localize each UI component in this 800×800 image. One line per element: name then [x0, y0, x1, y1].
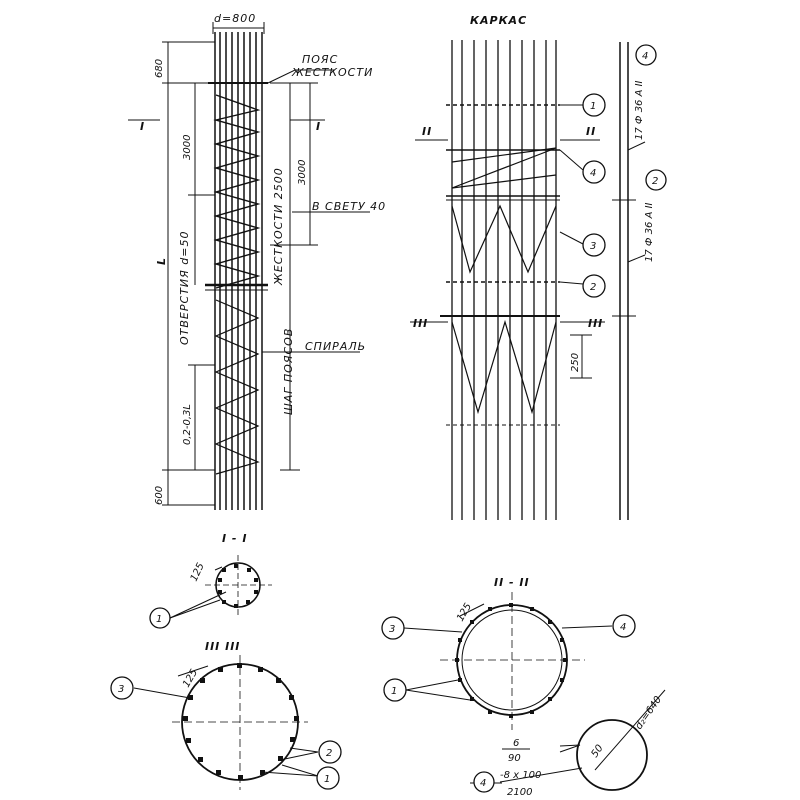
- callout-circle-1: [582, 93, 606, 117]
- cage-spiral-lower: [451, 319, 557, 415]
- dim-600-label: 600: [154, 486, 165, 505]
- section-III-title: III III: [205, 640, 240, 653]
- ring-callout: 4: [480, 778, 486, 789]
- section-II-callout-3: 3: [389, 624, 395, 635]
- belt-label-line2: ЖЕСТКОСТИ: [291, 66, 373, 79]
- section-III-callout-1: 1: [324, 774, 330, 785]
- spiral-upper: [213, 94, 261, 289]
- dim-3000-right-label: 3000: [297, 160, 308, 185]
- section-II-callout-1: 1: [391, 686, 397, 697]
- cage-title: КАРКАС: [470, 14, 527, 27]
- section-II-callout-4: 4: [620, 622, 626, 633]
- section-III-callout-3: 3: [118, 684, 124, 695]
- bar-callout-circle-2: [645, 169, 667, 191]
- bar-spec-2: 17 Ф 36 А II: [644, 202, 655, 262]
- callout-3-text: 3: [590, 241, 596, 252]
- callout-circle-2: [582, 274, 606, 298]
- section-III-callout-2: 2: [326, 748, 332, 759]
- spiral-label: СПИРАЛЬ: [305, 340, 366, 353]
- cage-spiral-mid: [451, 204, 557, 274]
- bar-spec-4: 17 Ф 36 А II: [634, 80, 645, 140]
- cage-elevation: [410, 40, 646, 520]
- bar-callout-4-text: 4: [642, 51, 648, 62]
- vertical-belt-text: ЖЕСТКОСТИ 2500: [272, 167, 285, 286]
- section-II-II: [403, 592, 613, 730]
- belt-label-line1: ПОЯС: [302, 53, 338, 66]
- section-III-right-label: III: [588, 317, 603, 330]
- section-I-title: I - I: [222, 532, 247, 545]
- section-III-left-label: III: [413, 317, 428, 330]
- section-I-dim: 125: [189, 561, 207, 583]
- section-I-right-label: I: [316, 120, 321, 133]
- section-II-left-label: II: [422, 125, 432, 138]
- section-I-callout: 1: [156, 614, 162, 625]
- callout-circle-3: [582, 233, 606, 257]
- bar-callout-circle-4: [635, 44, 657, 66]
- dim-02L-label: 0,2-0,3L: [182, 404, 193, 445]
- dim-250-label: 250: [570, 353, 581, 372]
- ring-spec-den: 2100: [507, 787, 532, 798]
- hole-label: ОТВЕРСТИЯ d=50: [178, 231, 191, 345]
- callout-circle-4: [582, 160, 606, 184]
- callout-1-text: 1: [590, 101, 596, 112]
- section-III-dim: 125: [181, 667, 200, 689]
- frac-num: 6: [513, 738, 519, 749]
- length-label: L: [155, 257, 168, 265]
- pile-diameter-label: d=800: [214, 12, 256, 25]
- callout-2-text: 2: [590, 282, 596, 293]
- ring-dim: d₂=640: [633, 694, 664, 731]
- ring-dim-50: 50: [589, 743, 605, 760]
- step-label: ШАГ ПОЯСОВ: [282, 328, 295, 415]
- dim-680-label: 680: [154, 59, 165, 78]
- bar-callout-2-text: 2: [652, 176, 658, 187]
- section-I-I: [149, 555, 272, 629]
- frac-den: 90: [508, 753, 521, 764]
- section-III-III: [133, 655, 319, 790]
- pile-elevation: [128, 22, 370, 510]
- spiral-lower: [214, 299, 260, 475]
- cage-spiral-upper: [451, 147, 557, 189]
- ring-spec-num: -8 x 100: [500, 770, 541, 781]
- section-II-right-label: II: [586, 125, 596, 138]
- section-I-left-label: I: [140, 120, 145, 133]
- callout-4-text: 4: [590, 168, 596, 179]
- section-II-title: II - II: [494, 576, 530, 589]
- clear-label: В СВЕТУ 40: [312, 200, 386, 213]
- dim-3000-left-label: 3000: [182, 135, 193, 160]
- cage-bars: [451, 40, 557, 520]
